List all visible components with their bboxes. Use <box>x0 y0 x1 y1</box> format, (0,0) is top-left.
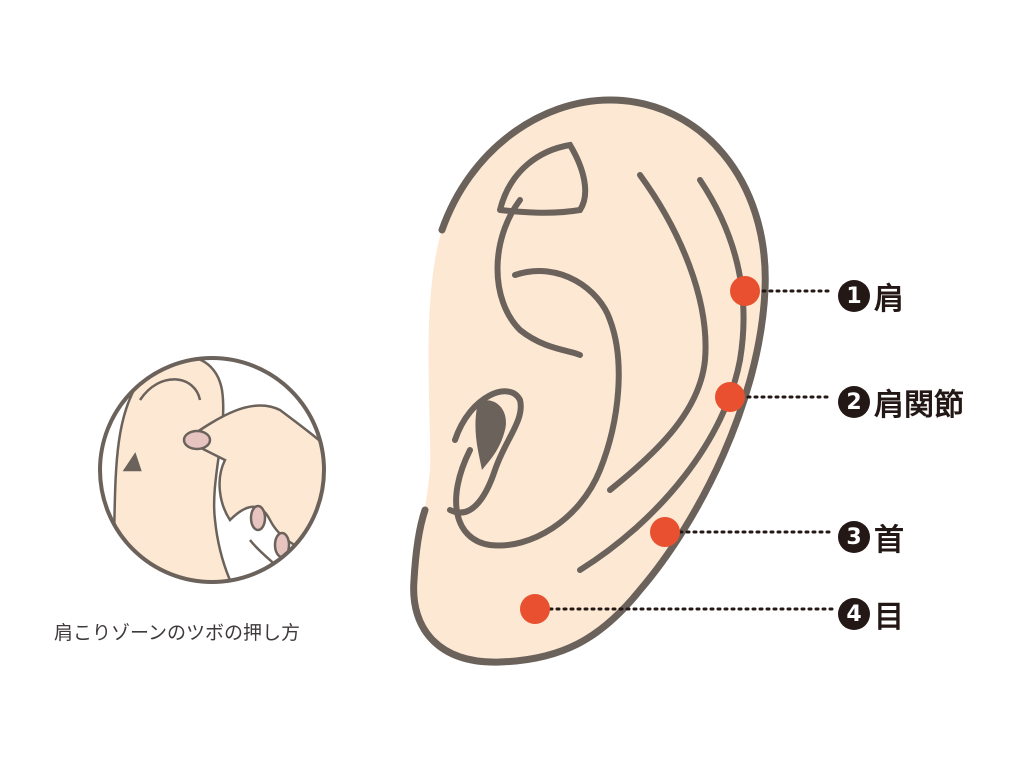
point-name: 肩関節 <box>874 388 964 423</box>
number-badge: 2 <box>838 386 870 418</box>
point-1-marker <box>730 276 760 306</box>
leader-lines <box>548 289 834 611</box>
point-label-2: 2 肩関節 <box>838 380 964 424</box>
point-label-3: 3 首 <box>838 515 904 559</box>
number-badge: 4 <box>838 598 870 630</box>
point-name: 目 <box>874 600 904 635</box>
point-label-4: 4 目 <box>838 592 904 636</box>
number-badge: 1 <box>838 280 870 312</box>
number-badge: 3 <box>838 521 870 553</box>
point-4-marker <box>520 594 550 624</box>
ear <box>410 96 769 666</box>
inset-pressing-illustration <box>98 356 326 584</box>
point-name: 首 <box>874 523 904 558</box>
point-name: 肩 <box>874 282 904 317</box>
inset-caption: 肩こりゾーンのツボの押し方 <box>54 622 301 644</box>
point-3-marker <box>650 517 680 547</box>
point-label-1: 1 肩 <box>838 274 904 318</box>
point-2-marker <box>715 382 745 412</box>
